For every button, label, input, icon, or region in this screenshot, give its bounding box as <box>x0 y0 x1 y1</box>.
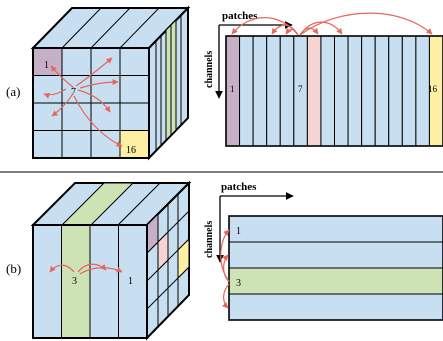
panel-a-strip-arrows <box>231 12 433 36</box>
panel-b-band-4 <box>228 293 443 321</box>
panel-a-cube-cell-13 <box>32 130 63 159</box>
panel-a-strip-column-5 <box>279 35 295 147</box>
panel-a-cube-cell-9 <box>32 102 63 131</box>
panel-b-axis-patches: patches <box>221 181 257 193</box>
panel-a-strip-outline <box>225 35 443 147</box>
panel-b-bands <box>228 215 443 321</box>
panel-a-strip <box>225 35 443 147</box>
panel-b-cube-front-outline <box>32 224 148 339</box>
panel-b-axes: patches channels <box>204 181 294 263</box>
panel-a-strip-column-12 <box>374 35 390 147</box>
panel-a-cube-cell-12 <box>119 102 150 131</box>
panel-a-strip-label-16: 16 <box>428 84 438 94</box>
panel-a-strip-column-4 <box>266 35 281 147</box>
panel-b-cube-side-cell-pink <box>157 230 169 272</box>
panel-b-bands-outline <box>228 215 443 321</box>
panel-b-cube-arrows <box>49 263 123 275</box>
panel-b-band-label-3: 3 <box>236 278 241 289</box>
panel-b: (b) <box>6 180 443 341</box>
panel-a-cube-front-outline <box>32 47 150 159</box>
panel-a-cube-side-grid <box>155 15 182 151</box>
panel-a-strip-label-7: 7 <box>298 84 303 94</box>
panel-a-strip-column-7 <box>306 35 322 147</box>
panel-a-cube-cell-8 <box>119 75 150 104</box>
panel-a-cube-cell-5 <box>32 75 63 104</box>
panel-b-cube-band-1 <box>32 224 62 339</box>
panel-a-axis-patches: patches <box>222 10 258 22</box>
panel-b-band-1 <box>228 215 443 243</box>
panel-a-cube-label-16: 16 <box>126 145 136 156</box>
panel-a-label: (a) <box>6 84 20 99</box>
panel-a-cube-top-grid <box>61 7 160 49</box>
panel-a-strip-column-8 <box>320 35 335 147</box>
panel-b-band-arrows <box>220 229 230 309</box>
panel-a-axes: patches channels <box>204 10 293 99</box>
panel-b-cube-band-3 <box>89 224 119 339</box>
panel-b-cube-side-cell-yellow <box>177 237 190 280</box>
panel-a-strip-column-14 <box>401 35 417 147</box>
panel-a-strip-column-3 <box>252 35 268 147</box>
panel-a-cube-cell-14 <box>61 130 92 159</box>
panel-b-band-3 <box>228 267 443 295</box>
panel-b-band-2 <box>228 241 443 269</box>
panel-a-cube-cell-2 <box>61 47 92 76</box>
panel-a-cube-arrows <box>43 57 123 147</box>
panel-a-strip-label-1: 1 <box>230 84 235 94</box>
panel-a-strip-column-9 <box>334 35 349 147</box>
panel-a-cube-cell-4 <box>119 47 150 76</box>
panel-a: (a) <box>6 5 443 161</box>
panel-a-cube-label-1: 1 <box>44 60 49 71</box>
panel-a-axis-channels: channels <box>204 51 215 88</box>
panel-b-cube-label-1: 1 <box>128 276 133 287</box>
panel-a-strip-column-13 <box>388 35 403 147</box>
panel-b-cube-label-3: 3 <box>72 276 77 287</box>
panel-b-cube-top-grid <box>117 182 161 226</box>
panel-a-cube-cell-6 <box>61 75 92 104</box>
panel-b-axis-channels: channels <box>204 221 215 258</box>
panel-a-cube-cell-7 <box>90 75 121 104</box>
panel-b-band-label-1: 1 <box>236 226 241 237</box>
panel-a-strip-column-11 <box>361 35 376 147</box>
panel-a-strip-column-2 <box>239 35 254 147</box>
panel-a-strip-column-10 <box>347 35 363 147</box>
panel-a-cube-cell-15 <box>90 130 121 159</box>
panel-a-cube-front <box>32 47 150 159</box>
panel-b-cube-front <box>32 224 148 339</box>
panel-b-label: (b) <box>6 261 21 276</box>
